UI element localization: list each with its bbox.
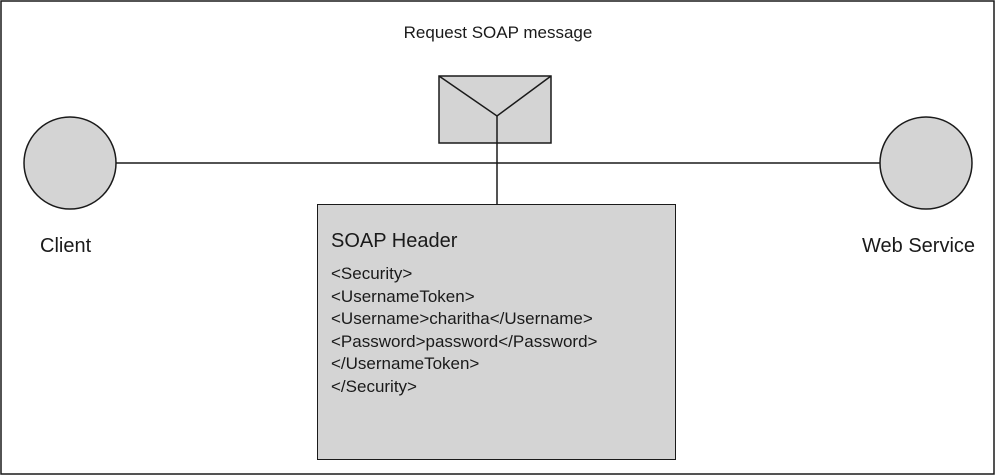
message-label: Request SOAP message — [403, 23, 593, 42]
header-title: SOAP Header — [331, 230, 458, 252]
service-node — [879, 116, 973, 210]
code-line-token-open: <UsernameToken> — [331, 286, 475, 306]
code-line-token-close: </UsernameToken> — [331, 354, 480, 373]
soap-header-box: SOAP Header <Security> <UsernameToken> <… — [317, 204, 676, 460]
code-line-security-close: </Security> — [331, 376, 417, 396]
code-line-security-open: <Security> — [331, 264, 413, 283]
code-line-username: <Username>charitha</Username> — [331, 309, 593, 328]
client-node — [23, 116, 117, 210]
envelope-icon — [438, 75, 552, 144]
code-line-password: <Password>password</Password> — [331, 331, 598, 351]
client-label: Client — [40, 235, 92, 257]
service-label: Web Service — [862, 235, 976, 257]
